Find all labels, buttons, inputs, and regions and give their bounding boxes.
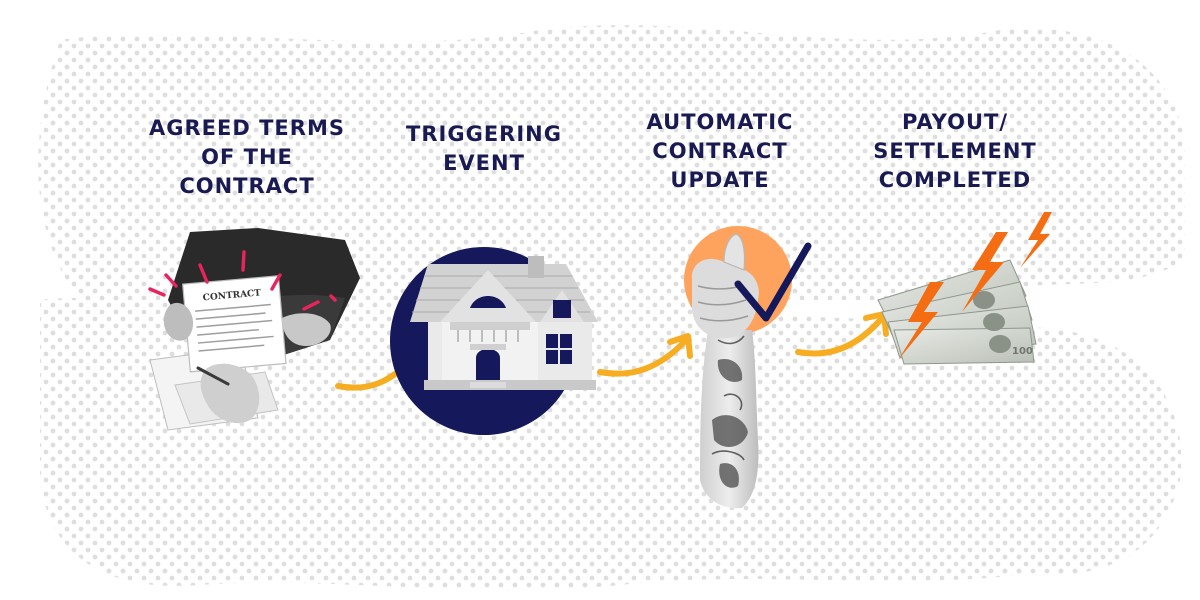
title-line: COMPLETED [878,168,1032,192]
title-line: CONTRACT [652,139,788,163]
house-icon [390,247,598,435]
title-line: SETTLEMENT [873,139,1037,163]
title-line: CONTRACT [179,174,315,198]
dotted-background [38,25,1185,590]
step-title-triggering-event: TRIGGERING EVENT [386,120,582,178]
title-line: EVENT [443,151,525,175]
title-line: PAYOUT/ [901,110,1009,134]
thumbs-up-checkmark-icon [684,226,812,509]
title-line: TRIGGERING [406,122,562,146]
svg-text:100: 100 [1012,346,1033,357]
title-line: AUTOMATIC [646,110,794,134]
flow-arrow-2 [597,333,693,377]
step-title-automatic-update: AUTOMATIC CONTRACT UPDATE [622,108,818,195]
step-title-payout: PAYOUT/ SETTLEMENT COMPLETED [850,108,1060,195]
title-line: OF THE [201,145,293,169]
step-title-agreed-terms: AGREED TERMS OF THE CONTRACT [140,114,354,201]
title-line: AGREED TERMS [149,116,345,140]
money-fan-icon: 100 [877,212,1052,365]
contract-signing-icon: CONTRACT [148,228,360,431]
title-line: UPDATE [670,168,770,192]
